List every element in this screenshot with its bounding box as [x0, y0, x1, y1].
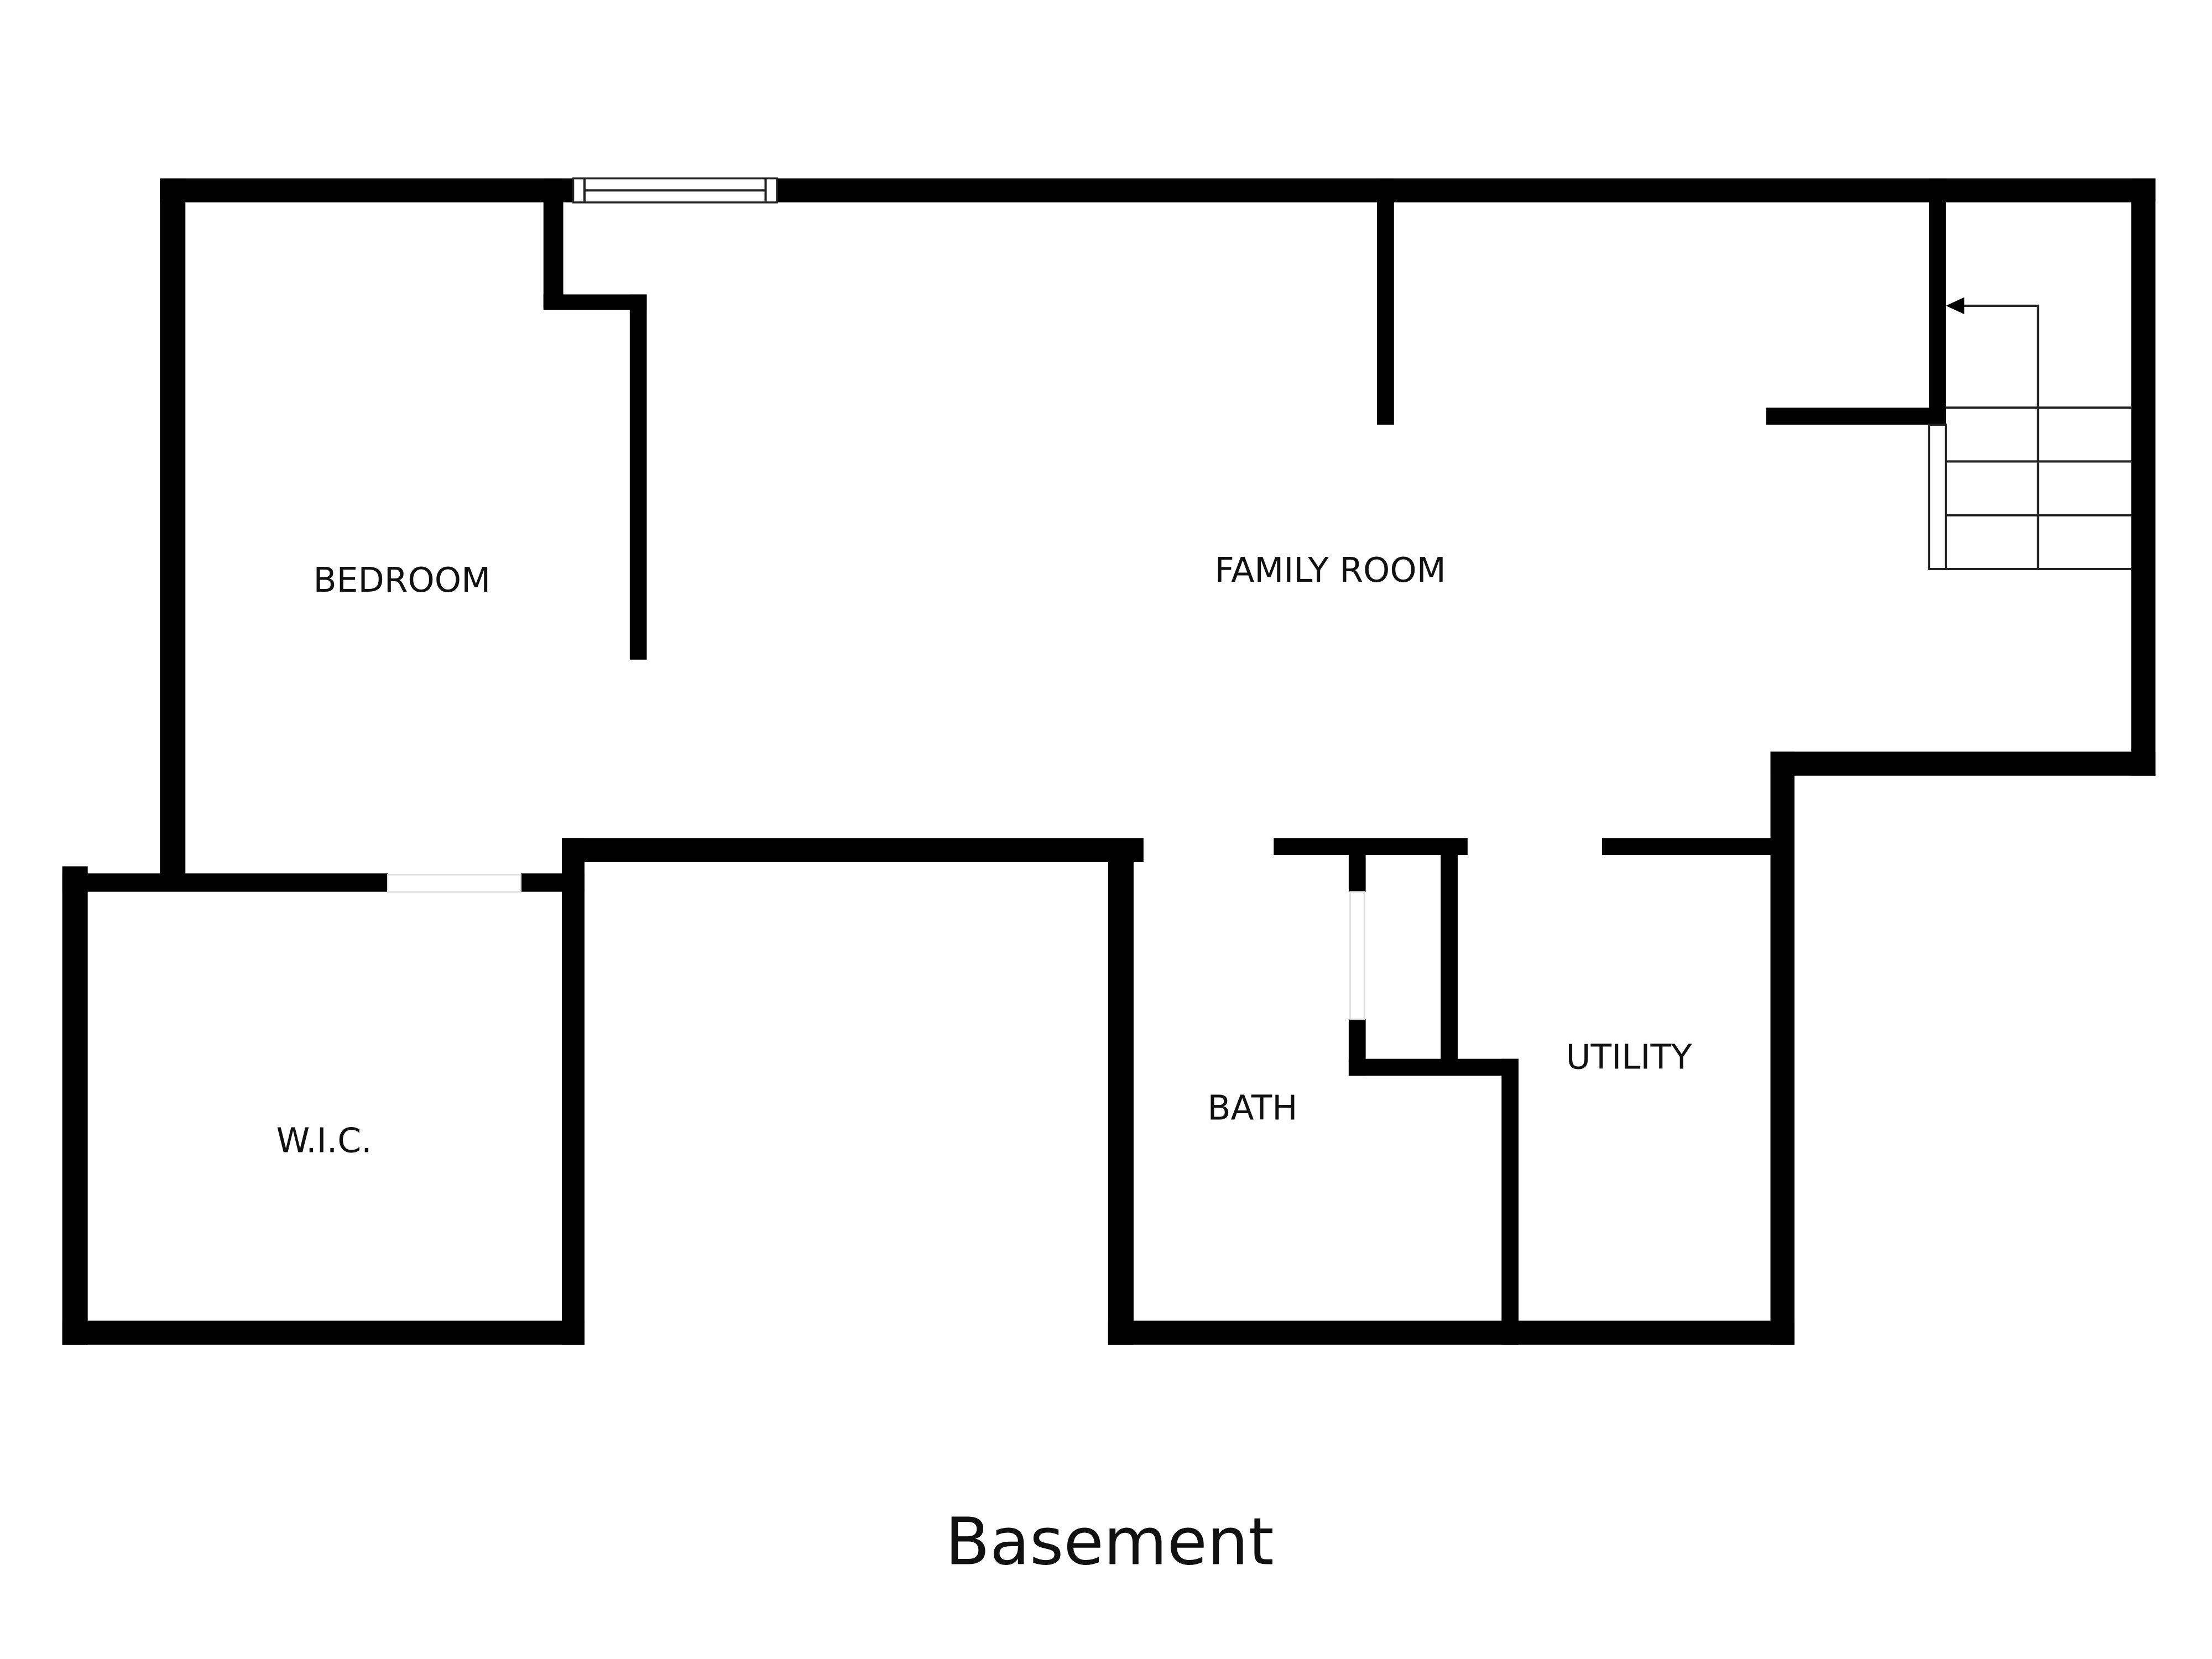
stair-direction-arrow-icon	[1960, 304, 2039, 408]
wall-stair-horizontal	[1766, 408, 1946, 425]
wall-bedroom-1	[543, 178, 564, 309]
wall-wic-left	[62, 866, 88, 1345]
wall-wic-right	[561, 838, 585, 1345]
wall-bedroom-3	[629, 294, 647, 660]
wall-closet-right	[1441, 849, 1458, 1062]
wall-bath-left	[1108, 849, 1134, 1345]
wall-bath-bottom	[1108, 1321, 1795, 1345]
wall-bath-inner-3	[1348, 1058, 1519, 1076]
wall-family-bottom-3	[1601, 838, 1775, 855]
floor-title: Basement	[945, 1504, 1274, 1579]
walls	[62, 178, 2156, 1345]
wall-family-bottom-2	[1274, 838, 1468, 855]
wall-bedroom-2	[543, 294, 647, 310]
wall-step	[1770, 752, 2156, 776]
wall-family-bottom-1	[563, 838, 1144, 862]
wall-bath-inner-1	[1348, 849, 1366, 892]
wall-stair-vertical	[1929, 178, 1946, 425]
wall-left	[160, 178, 186, 881]
wall-wic-top-1	[62, 873, 388, 892]
door-openings	[387, 874, 1365, 1020]
wall-right	[2131, 178, 2156, 776]
room-label-family-room: FAMILY ROOM	[1215, 551, 1446, 590]
room-label-bath: BATH	[1207, 1089, 1297, 1128]
room-label-utility: UTILITY	[1566, 1038, 1692, 1077]
wall-top	[160, 178, 2156, 203]
window	[572, 177, 778, 204]
wall-bath-utility	[1501, 1058, 1519, 1345]
wall-wic-bottom	[62, 1321, 585, 1345]
stairs	[1928, 297, 2132, 571]
room-label-wic: W.I.C.	[276, 1121, 372, 1161]
room-label-bedroom: BEDROOM	[314, 561, 491, 600]
wall-family-divider	[1377, 178, 1394, 425]
